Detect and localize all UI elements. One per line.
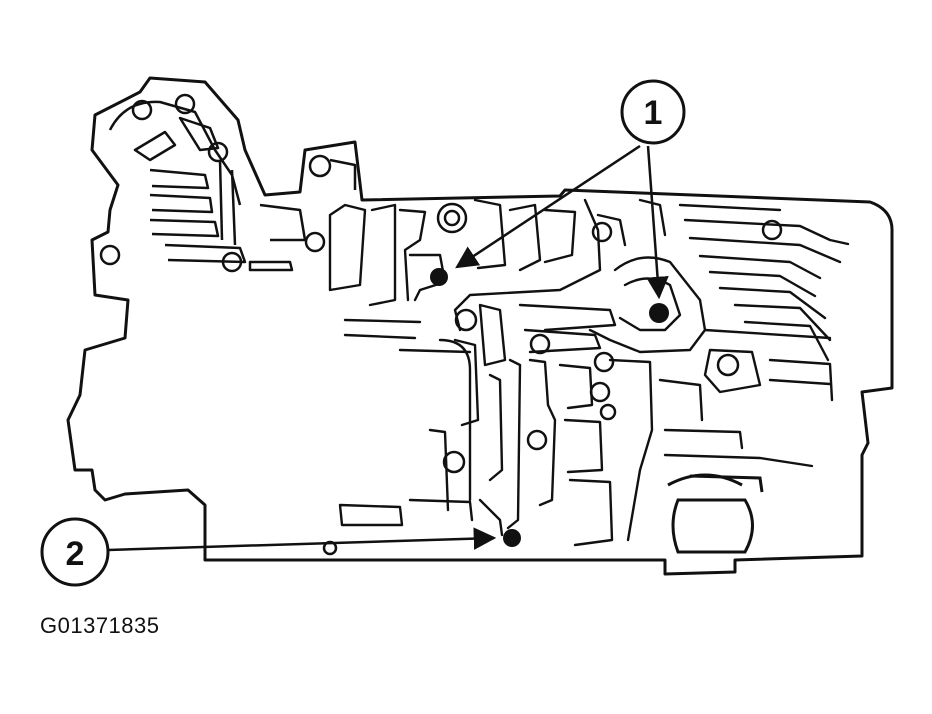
check-ball-1b bbox=[649, 303, 669, 323]
plate-outline bbox=[66, 76, 894, 576]
check-ball-2 bbox=[503, 529, 521, 547]
left-arm-passages bbox=[108, 100, 357, 272]
callout-1-leader-b bbox=[646, 145, 669, 300]
callout-2: 2 bbox=[40, 517, 497, 587]
callout-1-leader-a bbox=[455, 144, 641, 269]
check-ball-1a bbox=[430, 268, 448, 286]
callout-1-label: 1 bbox=[644, 94, 663, 132]
main-bolt-holes bbox=[322, 202, 783, 556]
left-arm-bolt-holes bbox=[99, 93, 332, 273]
accumulator-pocket bbox=[667, 473, 764, 554]
check-balls bbox=[430, 268, 669, 547]
callout-2-label: 2 bbox=[66, 535, 85, 573]
figure-id: G01371835 bbox=[40, 613, 160, 638]
callout-1: 1 bbox=[455, 79, 686, 300]
callout-2-leader bbox=[107, 527, 497, 552]
main-passages bbox=[328, 198, 850, 547]
